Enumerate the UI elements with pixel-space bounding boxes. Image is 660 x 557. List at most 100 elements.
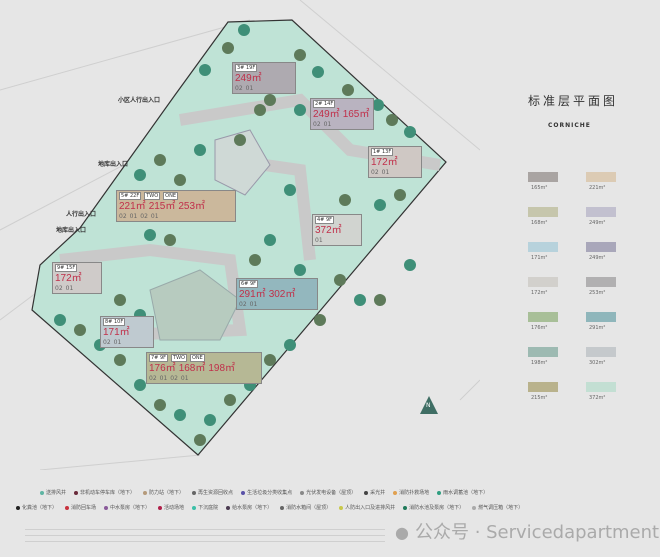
- legend-label: 送排风井: [46, 490, 67, 496]
- legend-item: 雨水调蓄池（地下）: [437, 490, 488, 496]
- unit-number: 01: [381, 169, 390, 176]
- area-swatch-label: 291m²: [589, 325, 606, 331]
- tree-icon: [342, 84, 354, 96]
- area-swatch: [586, 312, 616, 322]
- tree-icon: [194, 144, 206, 156]
- legend-item: 下沉庭院: [192, 505, 218, 511]
- unit-number: 01: [65, 285, 74, 292]
- tree-icon: [374, 294, 386, 306]
- central-courtyard: [149, 269, 241, 341]
- wing-tag: TWO: [144, 192, 161, 200]
- legend-dot-icon: [241, 490, 246, 495]
- legend-dot-icon: [226, 505, 231, 510]
- legend-dot-icon: [300, 490, 305, 495]
- tree-icon: [238, 24, 250, 36]
- tree-icon: [264, 234, 276, 246]
- building-tag: 9# 15F: [55, 264, 78, 272]
- tree-icon: [174, 409, 186, 421]
- unit-number: 02: [140, 213, 148, 220]
- unit-number: 01: [113, 339, 122, 346]
- area-swatch: [528, 172, 558, 182]
- legend-dot-icon: [192, 505, 197, 510]
- tree-icon: [114, 294, 126, 306]
- legend-item: 活动场地: [158, 505, 184, 511]
- legend-item: 生活垃圾分类收集点: [241, 490, 292, 496]
- tree-icon: [224, 394, 236, 406]
- tree-icon: [294, 264, 306, 276]
- area-swatch: [528, 242, 558, 252]
- legend-label: 给水泵房（地下）: [232, 505, 273, 511]
- tree-icon: [249, 254, 261, 266]
- entrance-label: 地库出入口: [56, 227, 87, 234]
- area-swatch: [586, 277, 616, 287]
- tree-icon: [144, 229, 156, 241]
- tree-icon: [394, 189, 406, 201]
- legend-dot-icon: [472, 505, 477, 510]
- tree-icon: [154, 399, 166, 411]
- legend-item: 化粪池（地下）: [16, 505, 57, 511]
- building-tag-row: 9# 15F: [55, 264, 78, 272]
- unit-number: 02: [149, 375, 157, 382]
- area-swatch: [586, 382, 616, 392]
- legend-dot-icon: [339, 505, 344, 510]
- area-swatch-label: 215m²: [531, 395, 548, 401]
- building-tag-row: 6# 9F: [239, 280, 259, 288]
- unit-area-label: 198㎡: [208, 363, 236, 374]
- area-swatch-label: 372m²: [589, 395, 606, 401]
- legend-item: 燃气调压箱（地下）: [472, 505, 523, 511]
- wing-tag: TWO: [171, 354, 187, 362]
- building-tag: 5# 22F: [119, 192, 142, 200]
- legend-dot-icon: [65, 505, 70, 510]
- legend-dot-icon: [16, 505, 20, 510]
- north-label: N: [426, 402, 431, 409]
- north-arrow-icon: N: [420, 396, 438, 414]
- legend-item: 消防回车场: [65, 505, 96, 511]
- unit-area-label: 372㎡: [315, 225, 342, 236]
- wing-tag: ONE: [189, 354, 205, 362]
- legend-item: 中水泵房（地下）: [104, 505, 150, 511]
- legend-dot-icon: [40, 490, 44, 495]
- legend-dot-icon: [280, 505, 285, 510]
- unit-number: 02: [235, 85, 243, 92]
- building-tag: 8# 10F: [103, 318, 126, 326]
- brand-logo: CORNICHE: [548, 122, 591, 129]
- legend-dot-icon: [192, 490, 197, 495]
- tree-icon: [294, 49, 306, 61]
- page-title: 标准层平面图: [528, 94, 619, 108]
- area-swatch: [528, 312, 558, 322]
- unit-area-label: 171㎡: [103, 327, 130, 338]
- tree-icon: [74, 324, 86, 336]
- entrance-label: 人行出入口: [66, 211, 97, 218]
- unit-area-label: 172㎡: [55, 273, 82, 284]
- legend-label: 活动场地: [164, 505, 185, 511]
- tree-icon: [374, 199, 386, 211]
- legend-item: 消防扑救场地: [393, 490, 429, 496]
- tree-icon: [204, 414, 216, 426]
- unit-number: 01: [245, 85, 254, 92]
- legend-item: 再生资源回收点: [192, 490, 233, 496]
- watermark-text: 公众号 · Servicedapartment: [414, 522, 660, 543]
- unit-number: 01: [159, 375, 168, 382]
- legend-dot-icon: [437, 490, 442, 495]
- unit-area-label: 291㎡: [239, 289, 266, 300]
- unit-number: 01: [323, 121, 332, 128]
- entrance-label: 小区人行出入口: [118, 97, 161, 104]
- tree-icon: [264, 354, 276, 366]
- tree-icon: [114, 354, 126, 366]
- legend-item: 给水泵房（地下）: [226, 505, 272, 511]
- unit-number: 02: [239, 301, 247, 308]
- tree-icon: [264, 94, 276, 106]
- tree-icon: [154, 154, 166, 166]
- legend-label: 下沉庭院: [198, 505, 219, 511]
- unit-number: 02: [371, 169, 379, 176]
- area-swatch-label: 253m²: [589, 290, 606, 296]
